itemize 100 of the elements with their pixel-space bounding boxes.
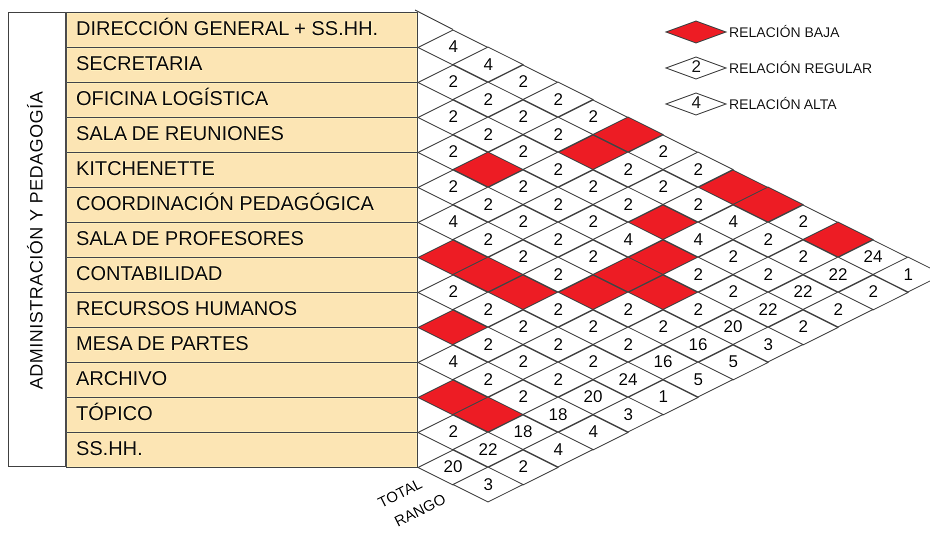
cell-value: 2: [624, 160, 633, 180]
cell-value: 4: [694, 230, 703, 250]
cell-value: 2: [694, 194, 703, 214]
cell-value: 2: [588, 247, 598, 267]
cell-value: 22: [478, 440, 498, 460]
cell-value: 2: [588, 317, 598, 337]
cell-value: 2: [554, 230, 563, 250]
cell-value: 22: [828, 264, 848, 284]
cell-value: 2: [588, 212, 598, 232]
cell-value: 2: [728, 247, 738, 267]
cell-value: 2: [868, 282, 878, 302]
cell-value: 4: [554, 440, 563, 460]
cell-value: 2: [554, 194, 563, 214]
cell-value: 4: [484, 54, 493, 74]
cell-value: 24: [618, 370, 638, 390]
cell-value: 2: [518, 387, 528, 407]
cell-value: 2: [484, 300, 493, 320]
cell-value: 2: [694, 300, 703, 320]
cell-value: 20: [444, 457, 462, 477]
cell-value: 2: [694, 160, 703, 180]
cell-value: 2: [834, 300, 843, 320]
room-label: SECRETARIA: [66, 47, 418, 83]
cell-value: 4: [624, 230, 633, 250]
cell-value: 2: [798, 247, 808, 267]
cell-value: 2: [484, 194, 493, 214]
legend-value: 4: [692, 94, 701, 112]
cell-value: 2: [554, 124, 563, 144]
cell-value: 2: [694, 264, 703, 284]
cell-value: 1: [658, 387, 668, 407]
cell-value: 2: [588, 107, 598, 127]
cell-value: 18: [548, 404, 568, 424]
cell-value: 2: [588, 352, 598, 372]
cell-value: 2: [624, 194, 633, 214]
cell-value: 22: [758, 300, 778, 320]
room-label: KITCHENETTE: [66, 152, 418, 188]
cell-value: 2: [518, 107, 528, 127]
cell-value: 2: [484, 90, 493, 110]
cell-value: 2: [518, 457, 528, 477]
group-panel: [8, 12, 66, 467]
cell-value: 2: [448, 107, 458, 127]
room-label: RECURSOS HUMANOS: [66, 292, 418, 328]
cell-value: 18: [514, 422, 532, 442]
legend-value: 2: [692, 58, 701, 76]
cell-value: 2: [518, 352, 528, 372]
room-label: MESA DE PARTES: [66, 327, 418, 363]
cell-value: 2: [798, 317, 808, 337]
room-label: CONTABILIDAD: [66, 257, 418, 293]
cell-value: 2: [728, 282, 738, 302]
cell-value: 2: [624, 334, 633, 354]
cell-value: 5: [694, 370, 703, 390]
cell-value: 16: [654, 352, 672, 372]
room-label: COORDINACIÓN PEDAGÓGICA: [66, 187, 418, 223]
cell-value: 2: [588, 177, 598, 197]
room-label: OFICINA LOGÍSTICA: [66, 82, 418, 118]
cell-value: 2: [518, 142, 528, 162]
cell-value: 16: [688, 334, 708, 354]
cell-value: 24: [864, 247, 882, 267]
cell-value: 2: [518, 72, 528, 92]
cell-value: 2: [484, 230, 493, 250]
cell-value: 5: [728, 352, 738, 372]
cell-value: 1: [904, 264, 913, 284]
cell-value: 2: [554, 370, 563, 390]
room-label: ARCHIVO: [66, 362, 418, 398]
cell-value: 2: [484, 370, 493, 390]
group-title: ADMINISTRACIÓN Y PEDAGOGÍA: [26, 90, 48, 389]
cell-value: 2: [448, 142, 458, 162]
cell-value: 4: [448, 352, 458, 372]
cell-value: 20: [724, 317, 742, 337]
legend-label: RELACIÓN BAJA: [729, 23, 840, 41]
cell-value: 2: [518, 317, 528, 337]
cell-value: 2: [448, 177, 458, 197]
room-label: SALA DE PROFESORES: [66, 222, 418, 258]
cell-value: 2: [554, 264, 563, 284]
cell-value: 2: [764, 264, 773, 284]
cell-value: 2: [518, 247, 528, 267]
cell-value: 2: [658, 317, 668, 337]
room-label: SALA DE REUNIONES: [66, 117, 418, 153]
cell-value: 2: [798, 212, 808, 232]
legend-label: RELACIÓN REGULAR: [729, 59, 872, 77]
cell-value: 2: [764, 230, 773, 250]
room-label: TÓPICO: [66, 397, 418, 433]
cell-value: 2: [554, 90, 563, 110]
legend-label: RELACIÓN ALTA: [729, 95, 837, 113]
cell-value: 2: [518, 212, 528, 232]
cell-value: 2: [554, 334, 563, 354]
cell-value: 4: [448, 37, 458, 57]
room-label: DIRECCIÓN GENERAL + SS.HH.: [66, 12, 418, 48]
cell-value: 2: [658, 177, 668, 197]
room-label: SS.HH.: [66, 432, 418, 468]
cell-value: 2: [518, 177, 528, 197]
cell-value: 20: [584, 387, 602, 407]
cell-value: 2: [554, 160, 563, 180]
cell-value: 2: [484, 334, 493, 354]
cell-value: 4: [728, 212, 738, 232]
cell-value: 3: [764, 334, 773, 354]
cell-value: 4: [588, 422, 598, 442]
cell-value: 3: [484, 474, 493, 494]
cell-value: 2: [484, 124, 493, 144]
cell-value: 4: [448, 212, 458, 232]
cell-value: 2: [554, 300, 563, 320]
